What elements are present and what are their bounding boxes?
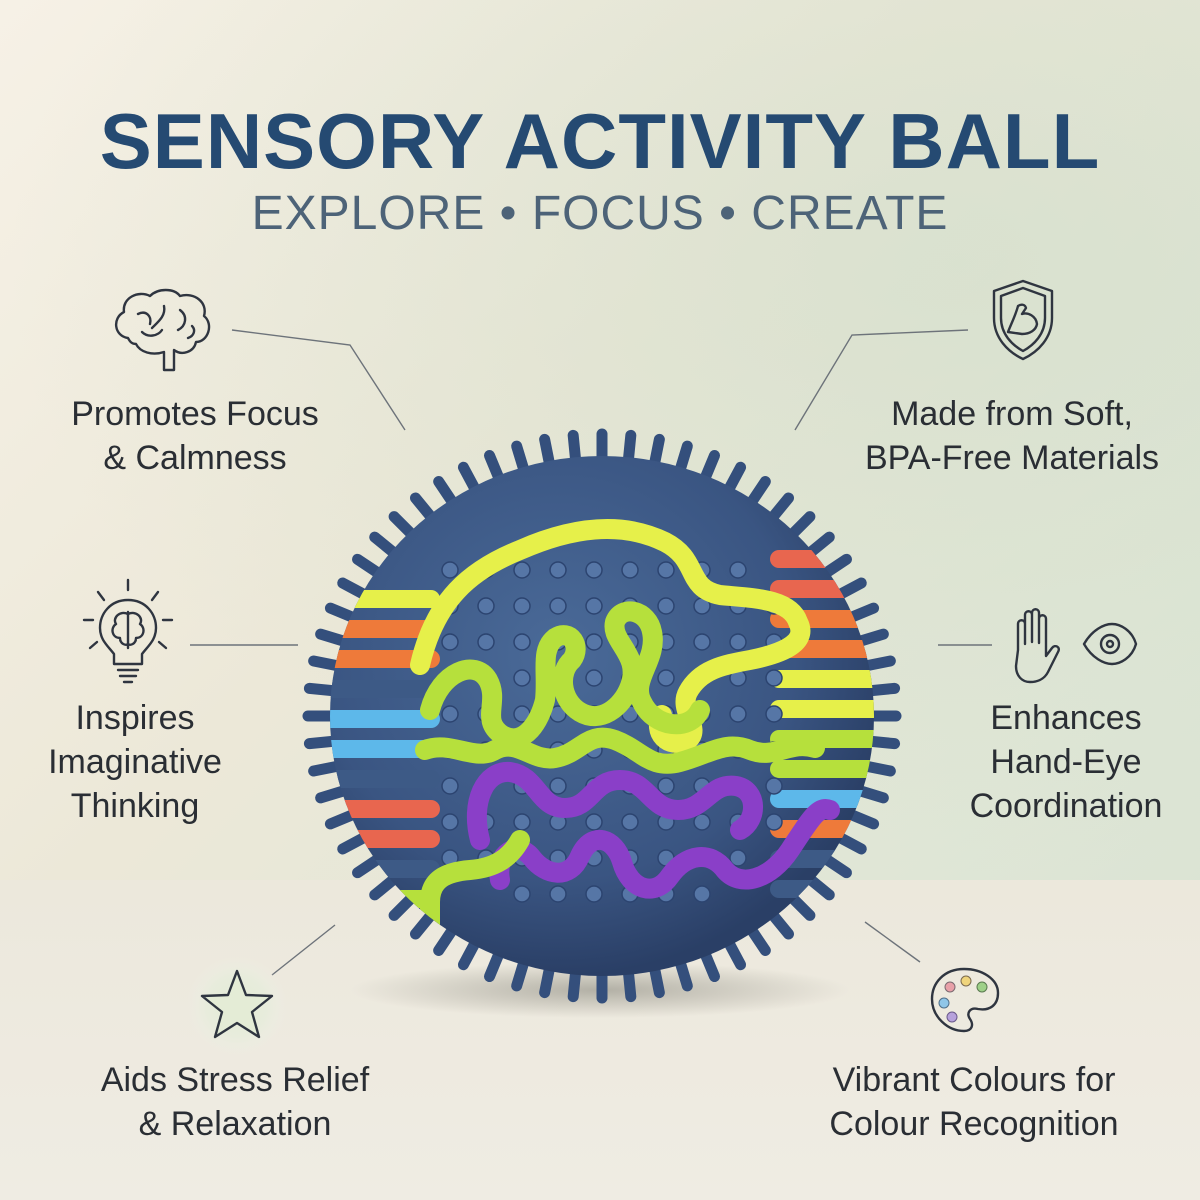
ball-peg [513,597,531,615]
ball-peg [441,813,459,831]
ball-peg [693,885,711,903]
ball-peg [729,705,747,723]
callout-line-focus [231,329,406,431]
ball-peg [765,777,783,795]
ball-peg [729,633,747,651]
page-title: SENSORY ACTIVITY BALL [99,97,1101,185]
ball-bar-right [770,790,874,808]
ball-peg [441,633,459,651]
strand-purple [466,762,763,850]
ball-peg [513,669,531,687]
feature-stress: Aids Stress Relief & Relaxation [60,1058,410,1146]
ball-peg [477,597,495,615]
ball-peg [549,777,567,795]
ball-bar-left [330,590,440,608]
ball-bar-right [770,760,874,778]
feature-stress-line2: & Relaxation [138,1105,332,1143]
ball-bar-left [330,890,440,908]
ball-peg [513,813,531,831]
strand-green-2 [415,727,825,774]
ball-peg [657,777,675,795]
ball-bar-left [330,680,440,698]
ball-peg [549,885,567,903]
feature-coordination-line3: Coordination [969,787,1163,825]
ball-strands [410,519,840,960]
star-icon [187,956,287,1056]
ball-peg [585,597,603,615]
ball-peg [765,813,783,831]
ball-peg [765,669,783,687]
ball-peg [657,561,675,579]
feature-imagination: Inspires Imaginative Thinking [20,696,250,828]
feature-stress-line1: Aids Stress Relief [100,1061,370,1099]
ball-peg [585,633,603,651]
shield-muscle-icon [992,279,1054,361]
callout-line-materials [794,329,969,431]
ball-bar-left [330,620,440,638]
feature-focus-line1: Promotes Focus [71,395,319,433]
feature-colours: Vibrant Colours for Colour Recognition [784,1058,1164,1146]
callout-line-colours [864,921,921,963]
feature-coordination-line2: Hand-Eye [990,743,1142,781]
feature-colours-line2: Colour Recognition [829,1105,1119,1143]
ball-peg [729,849,747,867]
feature-materials-line2: BPA-Free Materials [864,439,1160,477]
ball-peg [549,597,567,615]
feature-materials: Made from Soft, BPA-Free Materials [832,392,1192,480]
ball-peg [441,561,459,579]
brain-icon [115,288,211,372]
feature-coordination: Enhances Hand-Eye Coordination [946,696,1186,828]
ball-peg [765,705,783,723]
ball-peg [549,561,567,579]
ball-peg [585,561,603,579]
ball-bar-right [770,670,874,688]
feature-focus-line2: & Calmness [103,439,287,477]
ball-peg [513,633,531,651]
feature-imagination-line3: Thinking [70,787,200,825]
page-subtitle: EXPLORE • FOCUS • CREATE [251,187,949,240]
ball-peg [477,633,495,651]
strand-green-3 [420,830,530,960]
ball-peg [693,633,711,651]
ball-peg [513,885,531,903]
feature-focus: Promotes Focus & Calmness [30,392,360,480]
feature-coordination-line1: Enhances [990,699,1142,737]
callout-line-stress [271,924,336,976]
ball-bar-left [330,650,440,668]
hand-eye-icon [1014,608,1138,684]
ball-bar-right [770,700,874,718]
ball-bar-right [770,640,874,658]
ball-peg [621,813,639,831]
feature-materials-line1: Made from Soft, [891,395,1133,433]
ball-peg [657,597,675,615]
feature-imagination-line2: Imaginative [48,743,222,781]
strand-purple-2 [489,799,840,899]
feature-colours-line1: Vibrant Colours for [832,1061,1116,1099]
ball-peg [585,885,603,903]
ball-bar-left [330,800,440,818]
strand-green [420,601,710,749]
ball-peg [441,777,459,795]
ball-bar-right [770,880,874,898]
ball-peg [513,561,531,579]
ball-peg [693,813,711,831]
ball-bar-left [330,770,440,788]
ball-peg [729,561,747,579]
lightbulb-brain-icon [82,578,174,684]
ball-bar-left [330,740,440,758]
ball-peg [441,705,459,723]
ball-peg [657,669,675,687]
ball-bar-left [330,830,440,848]
ball-peg [621,561,639,579]
feature-imagination-line1: Inspires [75,699,195,737]
palette-icon [930,967,1000,1033]
ball-peg [585,813,603,831]
ball-peg [585,669,603,687]
product-ball-image [302,428,902,1018]
ball-bar-left [330,710,440,728]
